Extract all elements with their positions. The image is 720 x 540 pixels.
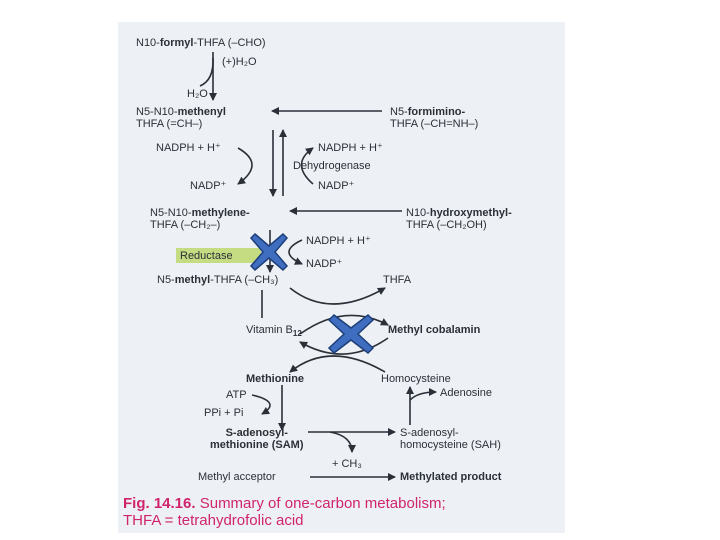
methionine-label: Methionine bbox=[246, 373, 305, 385]
thfa-label: THFA bbox=[383, 274, 412, 286]
water-label: H₂O bbox=[187, 88, 208, 100]
nadp-left-label: NADP⁺ bbox=[190, 180, 227, 192]
nadph-reductase-label: NADPH + H⁺ bbox=[306, 235, 371, 247]
plus-ch3-label: + CH₃ bbox=[332, 458, 362, 470]
arc-methylcobalamin-to-b12 bbox=[299, 337, 389, 355]
caption-line-2: THFA = tetrahydrofolic acid bbox=[123, 512, 304, 529]
vitamin-b12-label: Vitamin B12 bbox=[246, 324, 302, 339]
methyl-cobalamin-label: Methyl cobalamin bbox=[388, 324, 481, 336]
nadph-left-label: NADPH + H⁺ bbox=[156, 142, 221, 154]
methylated-product-label: Methylated product bbox=[400, 471, 502, 483]
atp-label: ATP bbox=[226, 389, 247, 401]
ppi-pi-label: PPi + Pi bbox=[204, 407, 244, 419]
blocked-reductase-step bbox=[249, 232, 289, 272]
sah-label: S-adenosyl-homocysteine (SAH) bbox=[400, 427, 501, 451]
arc-homocysteine-to-methionine bbox=[289, 355, 386, 373]
figure-panel bbox=[118, 22, 565, 533]
arc-reductase-nadph bbox=[288, 239, 303, 265]
arc-ch3 bbox=[329, 431, 356, 453]
figure-caption: Fig. 14.16. Summary of one-carbon metabo… bbox=[123, 495, 446, 529]
methyl-acceptor-label: Methyl acceptor bbox=[198, 471, 276, 483]
arc-left-nadph bbox=[237, 147, 253, 185]
homocysteine-label: Homocysteine bbox=[381, 373, 451, 385]
reductase-highlight bbox=[176, 248, 261, 263]
plus-water-label: (+)H₂O bbox=[222, 56, 257, 68]
arc-adenosine bbox=[409, 388, 437, 401]
blocked-vitamin-b12-step bbox=[327, 314, 375, 354]
sam-label: S-adenosyl-methionine (SAM) bbox=[210, 427, 304, 451]
arc-methyl-thfa-to-thfa bbox=[289, 287, 386, 305]
nadp-reductase-label: NADP⁺ bbox=[306, 258, 343, 270]
formimino-thfa-label: N5-formimino-THFA (–CH=NH–) bbox=[390, 106, 479, 130]
arc-b12-to-methylcobalamin bbox=[299, 314, 389, 335]
adenosine-label: Adenosine bbox=[440, 387, 492, 399]
caption-line-1: Summary of one-carbon metabolism; bbox=[199, 495, 446, 512]
n5-methyl-thfa-label: N5-methyl-THFA (–CH₃) bbox=[157, 274, 279, 286]
hydroxymethyl-thfa-label: N10-hydroxymethyl-THFA (–CH₂OH) bbox=[406, 207, 512, 231]
dehydrogenase-label: Dehydrogenase bbox=[293, 160, 371, 172]
arrow-water-curve bbox=[199, 57, 214, 87]
arc-atp bbox=[251, 394, 271, 415]
reductase-label: Reductase bbox=[180, 250, 233, 262]
n10-formyl-thfa-label: N10-formyl-THFA (–CHO) bbox=[136, 37, 266, 49]
methylene-thfa-label: N5-N10-methylene-THFA (–CH₂–) bbox=[150, 207, 250, 231]
figure-number: Fig. 14.16. bbox=[123, 495, 196, 512]
arc-right-nadph bbox=[300, 147, 314, 185]
nadp-right-label: NADP⁺ bbox=[318, 180, 355, 192]
nadph-right-label: NADPH + H⁺ bbox=[318, 142, 383, 154]
